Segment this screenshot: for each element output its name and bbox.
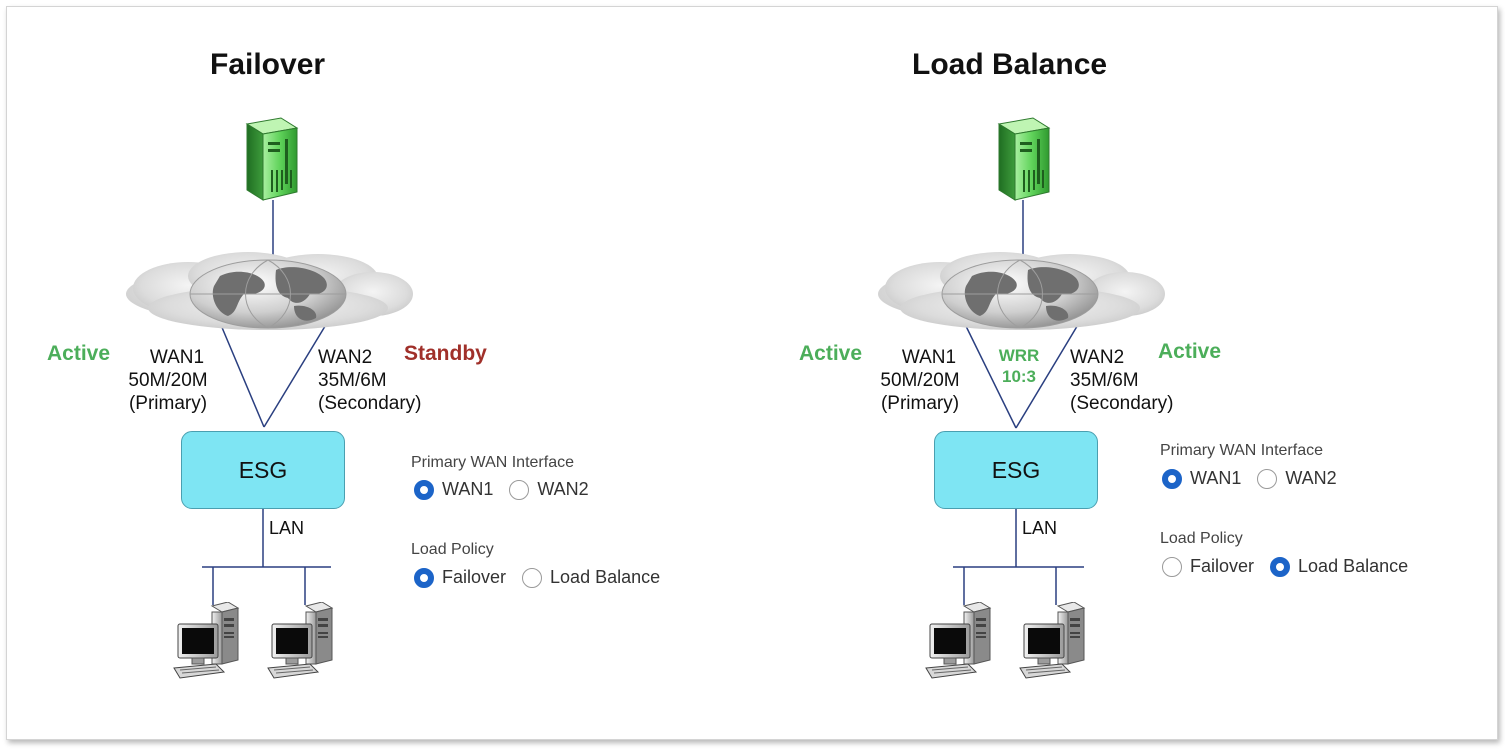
wan1-name: WAN1 [149, 347, 205, 368]
failover-radio[interactable] [414, 567, 434, 588]
desktop-computer-icon [924, 602, 994, 682]
primary-wan-radio-group: WAN1 WAN2 [414, 479, 605, 500]
wan1-speed: 50M/20M [880, 370, 960, 391]
wrr-ratio: 10:3 [1001, 367, 1037, 386]
wan2-role: (Secondary) [318, 393, 422, 414]
wan1-role: (Primary) [880, 393, 960, 414]
load-balance-radio-label[interactable]: Load Balance [1298, 556, 1409, 576]
wan2-radio-label[interactable]: WAN2 [1285, 468, 1337, 488]
desktop-computer-icon [172, 602, 242, 682]
wan1-name: WAN1 [901, 347, 957, 368]
wrr-ratio-label: WRR 10:3 [994, 345, 1044, 387]
esg-device-box: ESG [934, 431, 1098, 509]
load-policy-radio-group: Failover Load Balance [1162, 556, 1424, 577]
failover-panel: Failover Active WAN1 50M/20M (Primary) W… [0, 0, 750, 749]
wan2-state-label: Standby [404, 342, 487, 365]
internet-cloud-globe-icon [870, 246, 1170, 336]
load-balance-radio-label[interactable]: Load Balance [550, 567, 661, 587]
wan1-radio[interactable] [414, 479, 434, 500]
desktop-computer-icon [266, 602, 336, 682]
esg-device-box: ESG [181, 431, 345, 509]
wan1-state-label: Active [47, 342, 111, 365]
primary-wan-interface-label: Primary WAN Interface [411, 454, 574, 471]
server-icon [993, 112, 1053, 202]
failover-connection-lines [202, 200, 331, 605]
primary-wan-radio-group: WAN1 WAN2 [1162, 468, 1353, 489]
internet-cloud-globe-icon [118, 246, 418, 336]
failover-title: Failover [210, 48, 326, 81]
wan2-info: WAN2 35M/6M (Secondary) [1060, 346, 1200, 415]
wan2-radio[interactable] [1257, 468, 1278, 489]
wan1-speed: 50M/20M [128, 370, 208, 391]
load-policy-label: Load Policy [1160, 530, 1243, 547]
primary-wan-interface-label: Primary WAN Interface [1160, 442, 1323, 459]
failover-radio-label[interactable]: Failover [442, 567, 507, 587]
server-icon [241, 112, 301, 202]
failover-radio[interactable] [1162, 556, 1182, 577]
wan2-name: WAN2 [318, 347, 373, 368]
wan2-speed: 35M/6M [318, 370, 387, 391]
wan1-radio[interactable] [1162, 468, 1182, 489]
load-balance-title: Load Balance [912, 48, 1108, 81]
lan-label: LAN [1022, 518, 1058, 538]
wan2-state-label: Active [1158, 340, 1222, 363]
load-balance-radio[interactable] [1270, 556, 1291, 577]
wrr-label: WRR [998, 346, 1040, 365]
failover-radio-label[interactable]: Failover [1190, 556, 1255, 576]
load-policy-radio-group: Failover Load Balance [414, 567, 676, 588]
lan-label: LAN [269, 518, 305, 538]
wan2-speed: 35M/6M [1070, 370, 1139, 391]
load-balance-connection-lines [953, 200, 1084, 605]
wan1-state-label: Active [799, 342, 863, 365]
wan1-role: (Primary) [128, 393, 208, 414]
wan2-role: (Secondary) [1070, 393, 1174, 414]
wan2-info: WAN2 35M/6M (Secondary) [308, 346, 448, 415]
wan1-radio-label[interactable]: WAN1 [442, 479, 494, 499]
desktop-computer-icon [1018, 602, 1088, 682]
wan1-info: WAN1 50M/20M (Primary) [108, 346, 228, 415]
wan2-radio[interactable] [509, 479, 530, 500]
wan2-radio-label[interactable]: WAN2 [537, 479, 589, 499]
load-balance-radio[interactable] [522, 567, 543, 588]
wan1-info: WAN1 50M/20M (Primary) [860, 346, 980, 415]
wan2-name: WAN2 [1070, 347, 1125, 368]
load-balance-panel: Load Balance Active WAN1 50M/20M (Primar… [750, 0, 1500, 749]
wan1-radio-label[interactable]: WAN1 [1190, 468, 1242, 488]
load-policy-label: Load Policy [411, 541, 494, 558]
